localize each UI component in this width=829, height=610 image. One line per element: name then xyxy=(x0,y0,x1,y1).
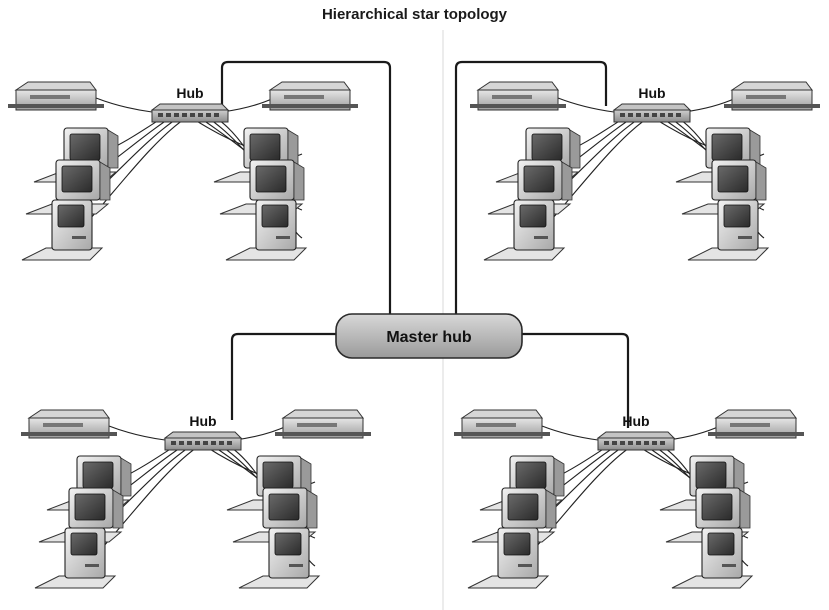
network-cluster-top-right: Hub xyxy=(470,81,820,261)
backbone-link-top-right xyxy=(454,60,608,316)
printer-right xyxy=(275,409,371,439)
printer-left xyxy=(454,409,550,439)
cable-left-printer xyxy=(541,425,599,441)
backbone-links xyxy=(220,60,630,428)
workstation-computer xyxy=(467,527,550,589)
network-cluster-bottom-right: Hub xyxy=(454,409,804,589)
network-cluster-bottom-left: Hub xyxy=(21,409,371,589)
cable-left-printer xyxy=(108,425,166,441)
workstation-monitor xyxy=(219,159,305,215)
workstation-computer xyxy=(34,527,117,589)
backbone-link-bottom-right xyxy=(520,332,630,428)
printer-left xyxy=(8,81,104,111)
hub-label: Hub xyxy=(176,85,203,101)
master-hub-label: Master hub xyxy=(386,329,472,346)
diagram-title: Hierarchical star topology xyxy=(321,6,508,23)
hub xyxy=(163,431,243,451)
printer-right xyxy=(724,81,820,111)
cable-left-printer xyxy=(557,97,615,113)
hub-label: Hub xyxy=(638,85,665,101)
printer-right xyxy=(708,409,804,439)
printer-left xyxy=(21,409,117,439)
workstation-computer xyxy=(687,199,770,261)
backbone-link-bottom-left xyxy=(230,332,336,420)
hub xyxy=(150,103,230,123)
backbone-link-top-left xyxy=(220,60,392,316)
workstation-monitor xyxy=(213,127,299,183)
hub xyxy=(596,431,676,451)
workstation-computer xyxy=(225,199,308,261)
workstation-computer xyxy=(21,199,104,261)
cable-left-printer xyxy=(95,97,153,113)
workstation-computer xyxy=(238,527,321,589)
workstation-computer xyxy=(671,527,754,589)
printer-left xyxy=(470,81,566,111)
hub-label: Hub xyxy=(189,413,216,429)
workstation-monitor xyxy=(681,159,767,215)
hub-label: Hub xyxy=(622,413,649,429)
hub xyxy=(612,103,692,123)
master-hub: Master hub xyxy=(335,313,523,359)
network-cluster-top-left: Hub xyxy=(8,81,358,261)
printer-right xyxy=(262,81,358,111)
workstation-computer xyxy=(483,199,566,261)
